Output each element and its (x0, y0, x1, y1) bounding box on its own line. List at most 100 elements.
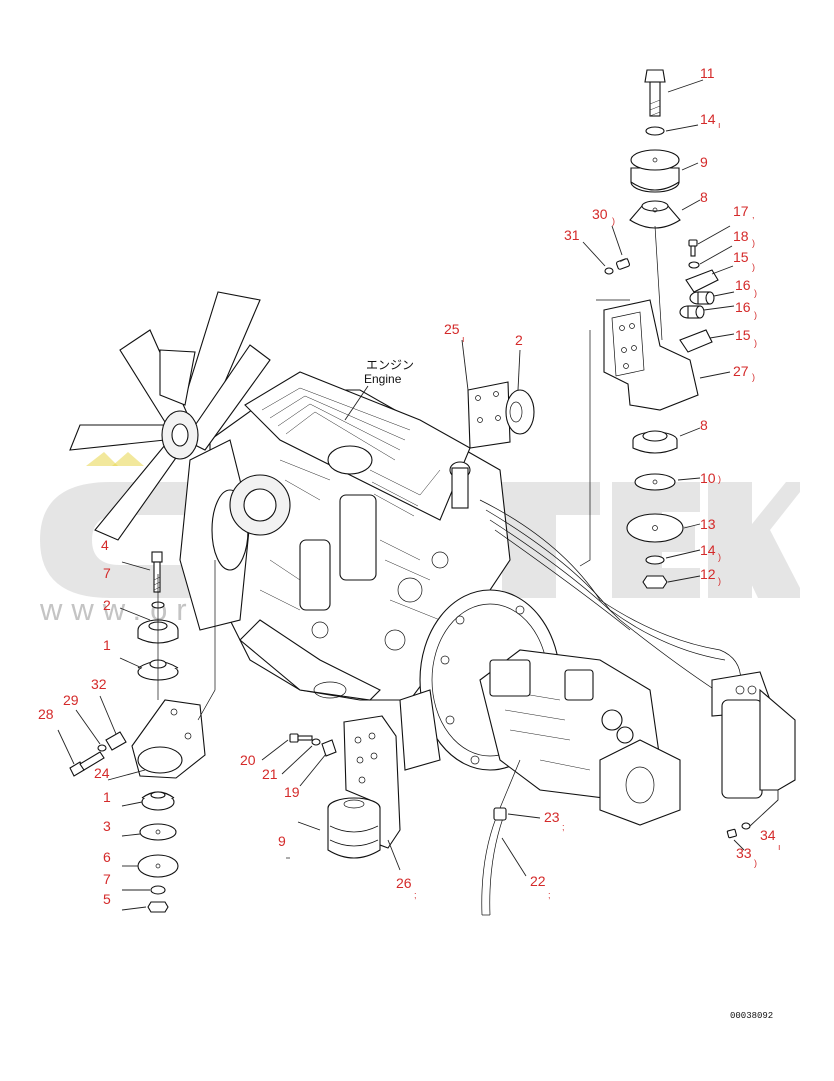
part-28-bolt (69, 751, 105, 777)
callout-14: 14 (700, 542, 716, 558)
callout-16: 16 (735, 299, 751, 315)
callout-14: 14 (700, 111, 716, 127)
part-15-clamp-lower (679, 329, 713, 353)
part-23-fitting (493, 807, 507, 821)
callout-15: 15 (735, 327, 751, 343)
filter-assembly-illustration (711, 671, 796, 799)
callout-30: 30 (592, 206, 608, 222)
part-24-bracket (131, 699, 206, 779)
svg-text:;: ; (414, 890, 417, 900)
callout-20: 20 (240, 752, 256, 768)
svg-text:): ) (754, 338, 757, 348)
part-22-tube (481, 817, 504, 916)
part-26-bracket (343, 715, 401, 849)
callout-25: 25 (444, 321, 460, 337)
part-33-bolt (726, 828, 737, 839)
callout-18: 18 (733, 228, 749, 244)
callout-7: 7 (103, 565, 111, 581)
part-16-bushing-upper (689, 291, 715, 305)
part-15-clamp-upper (685, 269, 719, 293)
part-10-plate (634, 473, 676, 491)
part-29-washer (97, 744, 107, 752)
part-19-bushing (321, 739, 337, 757)
part-2-cushion-upper (505, 389, 535, 435)
svg-text:): ) (752, 372, 755, 382)
part-9-rubber-mount-lower (327, 797, 381, 859)
callout-19: 19 (284, 784, 300, 800)
part-8-cushion-upper (629, 200, 681, 229)
callout-31: 31 (564, 227, 580, 243)
callout-22: 22 (530, 873, 546, 889)
part-31-washer (604, 267, 614, 275)
callout-23: 23 (544, 809, 560, 825)
callout-32: 32 (91, 676, 107, 692)
callout-4: 4 (101, 537, 109, 553)
part-12-nut (642, 575, 668, 589)
svg-text:): ) (612, 216, 615, 226)
callout-12: 12 (700, 566, 716, 582)
svg-text:,: , (752, 210, 755, 220)
svg-text:ı: ı (462, 334, 465, 344)
callout-2: 2 (103, 597, 111, 613)
callout-15: 15 (733, 249, 749, 265)
part-11-bolt (644, 69, 666, 117)
part-9-rubber-mount (630, 149, 680, 193)
svg-text:): ) (752, 238, 755, 248)
callout-33: 33 (736, 845, 752, 861)
engine-label-jp: エンジン (366, 358, 414, 372)
callout-1: 1 (103, 637, 111, 653)
part-18-washer (688, 261, 700, 269)
part-7-washer (150, 885, 166, 895)
callout-7: 7 (103, 871, 111, 887)
part-7-bolt-upper (151, 551, 163, 593)
part-13-plate (626, 513, 684, 543)
part-8-cushion-lower (632, 430, 678, 454)
svg-text:ı: ı (778, 842, 781, 852)
callout-1: 1 (103, 789, 111, 805)
hydraulic-hose-illustration (479, 499, 742, 691)
part-25-bracket (467, 381, 511, 449)
callout-6: 6 (103, 849, 111, 865)
part-27-bracket (603, 299, 699, 411)
callout-29: 29 (63, 692, 79, 708)
callout-9: 9 (278, 833, 286, 849)
engine-assembly-illustration (179, 371, 511, 701)
svg-text:): ) (718, 552, 721, 562)
document-number: 00038092 (730, 1011, 773, 1021)
part-1-cushion-lower (141, 791, 175, 811)
svg-text:): ) (754, 858, 757, 868)
part-20-bolt (289, 733, 313, 743)
part-6-plate (137, 854, 179, 878)
svg-text:): ) (718, 576, 721, 586)
part-30-bolt (616, 257, 630, 270)
callout-9: 9 (700, 154, 708, 170)
callout-2: 2 (515, 332, 523, 348)
part-5-nut (147, 901, 169, 913)
part-14-washer-lower (645, 555, 665, 565)
part-16-bushing-lower (679, 305, 705, 319)
callout-3: 3 (103, 818, 111, 834)
callout-5: 5 (103, 891, 111, 907)
part-34-washer (741, 822, 751, 830)
engine-label-en: Engine (364, 372, 402, 386)
part-14-washer (645, 126, 665, 136)
part-17-bolt (688, 239, 698, 257)
callout-16: 16 (735, 277, 751, 293)
callout-13: 13 (700, 516, 716, 532)
part-21-washer (311, 738, 321, 746)
svg-text:): ) (754, 310, 757, 320)
callout-8: 8 (700, 417, 708, 433)
callout-24: 24 (94, 765, 110, 781)
hydraulic-pump-illustration (479, 649, 681, 826)
callout-8: 8 (700, 189, 708, 205)
part-32-spacer (105, 731, 127, 751)
callout-28: 28 (38, 706, 54, 722)
svg-text:): ) (752, 262, 755, 272)
callout-34: 34 (760, 827, 776, 843)
svg-text:;: ; (562, 822, 565, 832)
callout-26: 26 (396, 875, 412, 891)
svg-text:;: ; (548, 890, 551, 900)
callout-17: 17 (733, 203, 749, 219)
svg-text:): ) (754, 288, 757, 298)
